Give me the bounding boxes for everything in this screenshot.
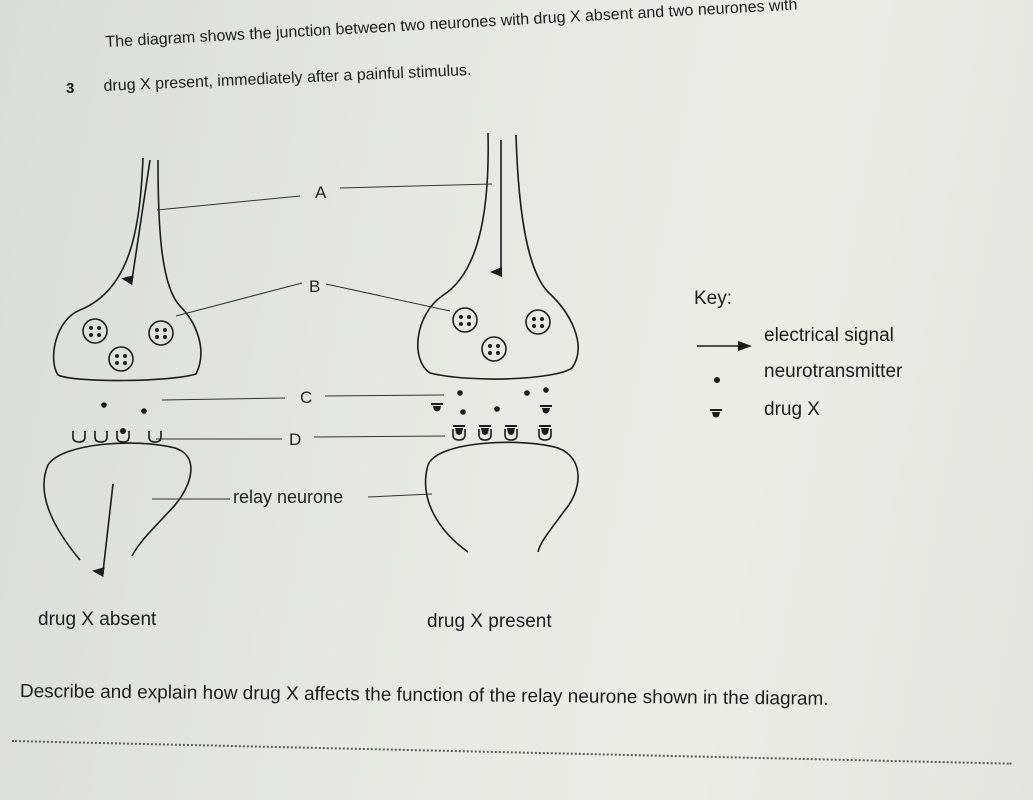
leader-relay-right xyxy=(367,493,433,498)
neurotransmitter-right-5 xyxy=(494,406,500,412)
receptor-left-1 xyxy=(72,430,86,443)
receptor-blocked-3 xyxy=(504,425,518,441)
t-bar-icon xyxy=(709,409,723,419)
neurotransmitter-right-1 xyxy=(457,390,463,396)
vesicle-right-3 xyxy=(481,336,507,362)
leader-c-right xyxy=(324,394,445,397)
relay-neurone-left xyxy=(43,442,192,561)
label-a: A xyxy=(315,183,327,202)
drug-x-free-2 xyxy=(539,405,553,415)
leader-d-right xyxy=(313,435,446,438)
presynaptic-neurone-left xyxy=(52,157,202,382)
key-icons xyxy=(697,341,752,419)
electrical-signal-arrow-left-top xyxy=(121,159,151,286)
presynaptic-neurone-right xyxy=(417,132,579,380)
caption-drug-present: drug X present xyxy=(427,611,552,632)
leader-a-left xyxy=(156,195,301,211)
leader-b-right xyxy=(325,283,451,312)
drug-x-free-1 xyxy=(430,403,444,413)
vesicle-left-1 xyxy=(82,318,108,344)
neurotransmitter-right-4 xyxy=(460,409,466,415)
neurotransmitter-left-1 xyxy=(101,402,107,408)
neurone-pair-drug-absent xyxy=(43,157,202,578)
neurotransmitter-right-2 xyxy=(524,390,530,396)
neurotransmitter-right-3 xyxy=(543,387,549,393)
label-d: D xyxy=(289,430,301,449)
neurotransmitter-bound-left xyxy=(120,428,126,434)
label-c: C xyxy=(300,388,312,407)
question-number: 3 xyxy=(66,80,75,97)
vesicle-right-2 xyxy=(525,309,551,335)
caption-drug-absent: drug X absent xyxy=(38,609,157,630)
receptor-blocked-1 xyxy=(452,425,466,441)
label-b: B xyxy=(309,277,320,296)
relay-neurone-right xyxy=(424,441,579,553)
key-title: Key: xyxy=(694,288,733,309)
vesicle-left-2 xyxy=(148,320,174,346)
leader-c-left xyxy=(161,397,286,401)
leader-b-left xyxy=(175,282,303,317)
receptor-blocked-2 xyxy=(478,425,492,441)
neurone-pair-drug-present xyxy=(417,132,579,553)
receptor-blocked-4 xyxy=(538,425,552,441)
vesicle-left-3 xyxy=(108,346,134,372)
key-label-electrical-signal: electrical signal xyxy=(764,325,894,346)
receptor-left-2 xyxy=(94,430,108,443)
leader-a-right xyxy=(339,183,493,189)
vesicle-right-1 xyxy=(452,307,478,333)
leader-lines xyxy=(152,183,493,500)
label-relay-neurone: relay neurone xyxy=(233,487,343,507)
electrical-signal-arrow-left-bottom xyxy=(92,483,114,578)
dot-icon xyxy=(714,377,720,383)
neurotransmitter-left-2 xyxy=(141,408,147,414)
key-label-drug-x: drug X xyxy=(764,399,820,420)
key-label-neurotransmitter: neurotransmitter xyxy=(764,361,903,382)
receptor-left-4 xyxy=(148,430,162,443)
